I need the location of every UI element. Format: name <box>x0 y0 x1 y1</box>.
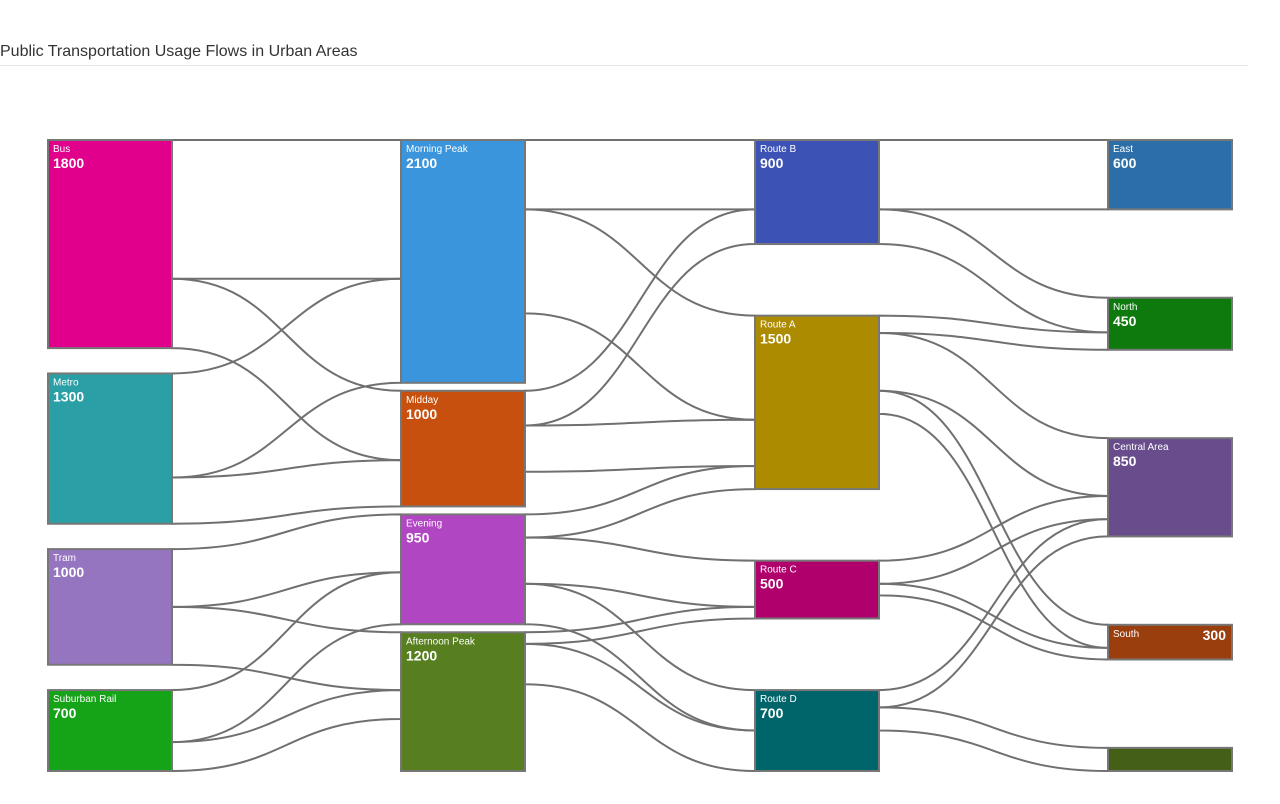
node-label-route-a: Route A <box>760 320 796 331</box>
node-rect-east <box>1107 139 1233 211</box>
node-value-central-area: 850 <box>1113 453 1137 469</box>
node-value-route-d: 700 <box>760 705 784 721</box>
node-rect-tram <box>47 548 173 666</box>
node-value-east: 600 <box>1113 155 1137 171</box>
chart-title: Public Transportation Usage Flows in Urb… <box>0 43 1248 66</box>
node-value-north: 450 <box>1113 313 1137 329</box>
node-rect-evening <box>400 513 526 626</box>
node-label-central-area: Central Area <box>1113 442 1169 453</box>
node-label-tram: Tram <box>53 553 76 564</box>
node-value-route-a: 1500 <box>760 331 791 347</box>
node-label-route-c: Route C <box>760 565 797 576</box>
node-rect-route-c <box>754 559 880 620</box>
node-rect-suburban-rail <box>47 689 173 772</box>
links-layer <box>171 139 1109 773</box>
node-label-afternoon-peak: Afternoon Peak <box>406 636 476 647</box>
node-value-afternoon-peak: 1200 <box>406 647 437 663</box>
node-value-morning-peak: 2100 <box>406 155 437 171</box>
node-label-bus: Bus <box>53 144 70 155</box>
link-route-b-to-north[interactable] <box>878 208 1109 334</box>
link-morning-peak-to-route-b[interactable] <box>524 139 756 211</box>
node-label-metro: Metro <box>53 377 79 388</box>
link-route-d-to-west[interactable] <box>878 706 1109 773</box>
node-rect-bus <box>47 139 173 350</box>
node-rect-central-area <box>1107 437 1233 538</box>
node-label-morning-peak: Morning Peak <box>406 144 469 155</box>
node-label-south: South <box>1113 629 1139 640</box>
node-rect-route-d <box>754 689 880 772</box>
node-south[interactable]: South 300 <box>1107 623 1233 661</box>
node-value-midday: 1000 <box>406 406 437 422</box>
node-value-metro: 1300 <box>53 388 84 404</box>
node-rect-midday <box>400 389 526 508</box>
node-rect-route-a <box>754 314 880 491</box>
node-rect-morning-peak <box>400 139 526 384</box>
node-rect-metro <box>47 372 173 525</box>
node-value-bus: 1800 <box>53 155 84 171</box>
link-midday-to-route-a[interactable] <box>524 418 756 473</box>
node-value-tram: 1000 <box>53 564 84 580</box>
node-rect-north <box>1107 296 1233 351</box>
node-value-route-c: 500 <box>760 576 784 592</box>
link-evening-to-route-a[interactable] <box>524 464 756 539</box>
node-label-suburban-rail: Suburban Rail <box>53 694 116 705</box>
node-rect-route-b <box>754 139 880 246</box>
node-label-midday: Midday <box>406 395 438 406</box>
node-west[interactable] <box>1107 746 1233 773</box>
node-value-evening: 950 <box>406 529 430 545</box>
node-label-route-b: Route B <box>760 144 796 155</box>
node-label-north: North <box>1113 302 1137 313</box>
node-value-route-b: 900 <box>760 155 784 171</box>
node-value-south: 300 <box>1203 627 1227 643</box>
node-value-suburban-rail: 700 <box>53 705 77 721</box>
node-rect-south <box>1107 623 1233 661</box>
node-rect-afternoon-peak <box>400 631 526 772</box>
link-bus-to-morning-peak[interactable] <box>171 139 402 280</box>
node-label-route-d: Route D <box>760 694 797 705</box>
node-rect-west <box>1107 746 1233 773</box>
node-label-east: East <box>1113 144 1133 155</box>
node-label-evening: Evening <box>406 518 442 529</box>
link-route-b-to-east[interactable] <box>878 139 1109 211</box>
